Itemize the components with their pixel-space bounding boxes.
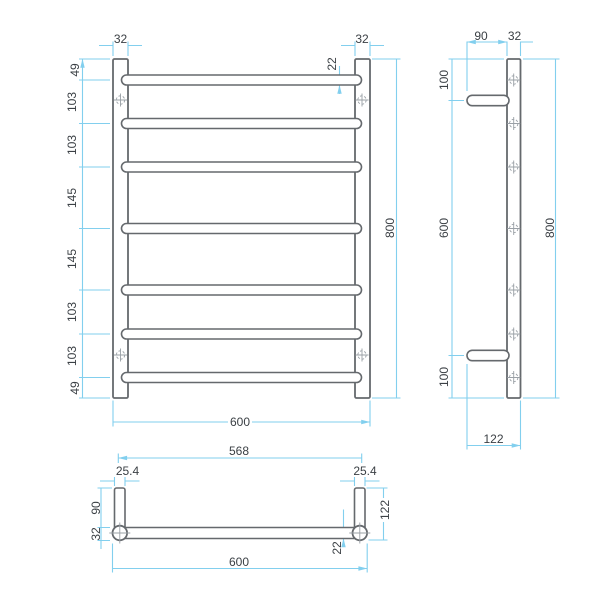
dim-side-bottom-offset: 100: [437, 366, 451, 388]
dim-bottom-standoff-dia-right: 25.4: [353, 463, 377, 478]
dim-bottom-standoff-length: 90: [88, 500, 103, 515]
dim-front-overall-height: 800: [383, 217, 397, 239]
dim-side-rail-depth: 32: [507, 28, 522, 43]
front-towel-bars: [120, 74, 363, 384]
dim-side-standoff-spacing: 600: [437, 217, 451, 239]
dim-side-standoff-length: 90: [474, 28, 488, 43]
dim-front-chain-1: 49: [68, 62, 82, 77]
front-view-drawing: [79, 41, 401, 427]
dim-front-chain-6: 103: [64, 301, 79, 323]
front-dim-leaders: [99, 44, 384, 95]
side-view-drawing: [448, 42, 560, 450]
dim-front-overall-width: 600: [227, 414, 253, 429]
dim-front-chain-5: 145: [64, 249, 79, 270]
side-bar-end-marks: [507, 73, 521, 384]
front-dim-lines: [83, 59, 398, 422]
front-mounting-holes: [114, 93, 369, 362]
dim-front-chain-2: 103: [64, 91, 79, 112]
dim-bottom-overall-depth: 122: [378, 497, 392, 523]
dim-bottom-center-spacing: 568: [228, 444, 250, 458]
dim-front-chain-4: 145: [64, 187, 79, 208]
bottom-rail-sections: [109, 522, 371, 544]
dim-front-bar-diameter: 22: [325, 57, 339, 71]
dim-side-overall-depth: 122: [483, 431, 504, 446]
bottom-dim-lines: [100, 458, 385, 569]
bottom-towel-bar: [116, 526, 364, 540]
dim-bottom-standoff-dia-left: 25.4: [115, 463, 140, 478]
dim-front-chain-8: 49: [68, 381, 82, 395]
bottom-view-drawing: [97, 454, 388, 573]
dim-bottom-rail-diameter: 32: [88, 526, 103, 541]
dim-side-top-offset: 100: [437, 69, 451, 91]
side-dim-lines: [451, 42, 557, 446]
dim-side-overall-height: 800: [542, 217, 557, 239]
side-wall-standoffs: [466, 94, 510, 362]
bottom-wall-standoffs: [113, 487, 366, 531]
dim-front-chain-7: 103: [64, 345, 79, 366]
dim-bottom-overall-width: 600: [228, 555, 250, 569]
dim-bottom-bar-diameter: 22: [330, 541, 344, 555]
dim-front-rail-width-right: 32: [355, 32, 369, 46]
dim-front-rail-width-left: 32: [113, 32, 128, 46]
dim-front-chain-3: 103: [64, 135, 79, 156]
